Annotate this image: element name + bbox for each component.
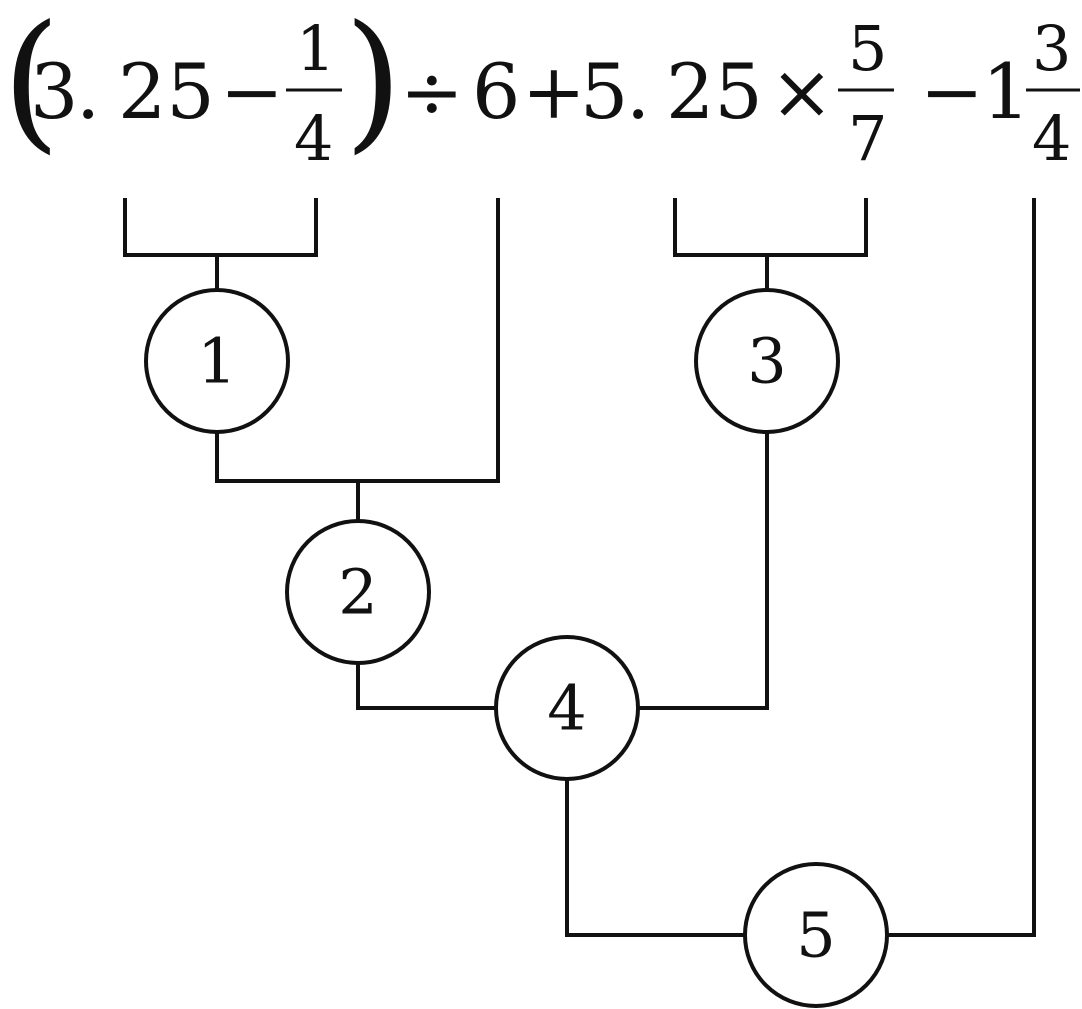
expr-dot-2: . <box>626 47 650 136</box>
expression: ( 3 . 25 − 1 4 ) ÷ 6 + 5 . 25 × 5 7 − 1 … <box>2 0 1080 175</box>
close-paren: ) <box>344 0 403 168</box>
step-node-4: 4 <box>494 635 640 781</box>
step-circle-5 <box>743 862 889 1008</box>
join-whole-to-5 <box>887 198 1036 937</box>
frac1-denominator: 4 <box>294 102 333 175</box>
join-2-to-4 <box>356 662 496 710</box>
expr-divide: ÷ <box>400 47 464 136</box>
frac2-numerator: 5 <box>848 12 887 85</box>
expr-6: 6 <box>472 47 520 136</box>
frac3-numerator: 3 <box>1032 12 1071 85</box>
expr-25-a: 25 <box>118 47 215 136</box>
expr-dot-1: . <box>76 47 100 136</box>
join-4-to-5 <box>565 779 745 937</box>
step-label-2: 2 <box>338 556 377 629</box>
bracket-step-3 <box>673 198 868 257</box>
step-node-2: 2 <box>285 519 431 665</box>
step-node-1: 1 <box>144 288 290 434</box>
connectors <box>123 198 1036 937</box>
step-label-5: 5 <box>796 899 835 972</box>
bracket-step-1 <box>123 198 318 257</box>
expr-plus: + <box>522 47 586 136</box>
join-3-to-4 <box>638 432 769 710</box>
step-circle-3 <box>694 288 840 434</box>
frac2-denominator: 7 <box>848 102 887 175</box>
step-label-3: 3 <box>747 325 786 398</box>
frac3-denominator: 4 <box>1032 102 1071 175</box>
open-paren: ( <box>2 0 61 168</box>
expr-3: 3 <box>30 47 78 136</box>
step-label-1: 1 <box>197 325 236 398</box>
expr-5: 5 <box>580 47 628 136</box>
step-circle-4 <box>494 635 640 781</box>
step-circle-1 <box>144 288 290 434</box>
step-node-5: 5 <box>743 862 889 1008</box>
step-label-4: 4 <box>547 672 586 745</box>
expr-whole-1: 1 <box>982 47 1030 136</box>
expr-25-b: 25 <box>666 47 763 136</box>
frac1-numerator: 1 <box>296 12 335 85</box>
expr-times: × <box>770 47 834 136</box>
expr-minus-1: − <box>220 47 284 136</box>
step-circle-2 <box>285 519 431 665</box>
step-node-3: 3 <box>694 288 840 434</box>
expr-minus-2: − <box>920 47 984 136</box>
